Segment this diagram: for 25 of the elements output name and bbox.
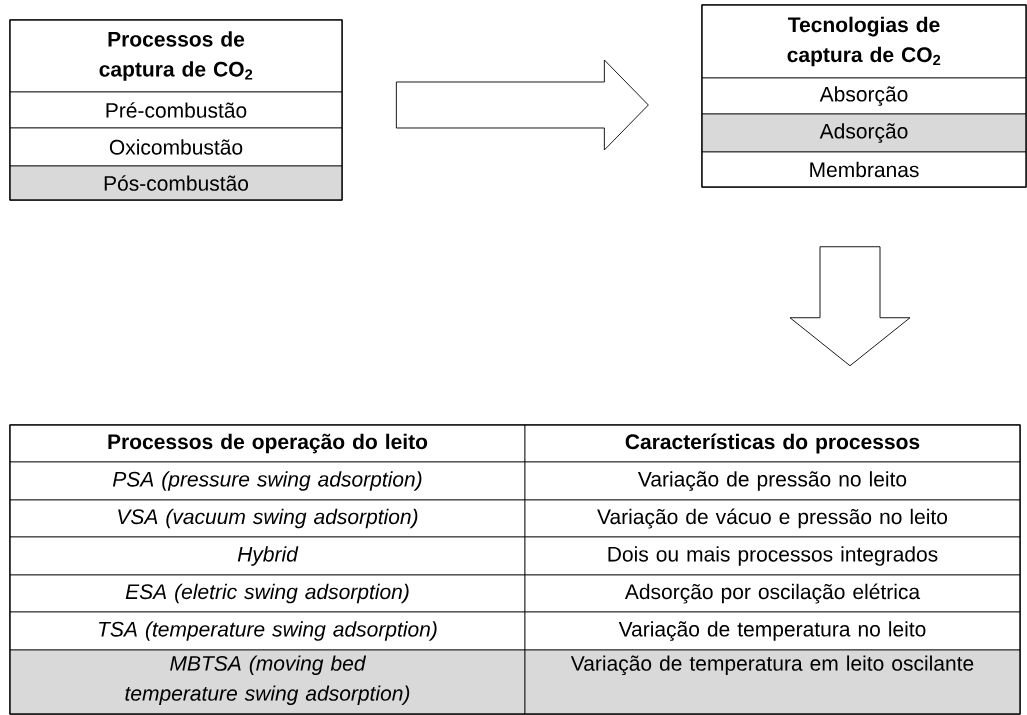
table-cell: Pós-combustão bbox=[9, 165, 343, 201]
table-cell: Processos de captura de CO$_{2}$ bbox=[9, 19, 343, 93]
block-arrow bbox=[789, 246, 911, 367]
table-cell: Variação de temperatura em leito oscilante bbox=[524, 649, 1021, 715]
table-cell: ESA (eletric swing adsorption) bbox=[9, 574, 526, 613]
table bbox=[9, 19, 343, 201]
table-cell: Membranas bbox=[701, 151, 1027, 188]
table-cell: Adsorção por oscilação elétrica bbox=[524, 574, 1021, 613]
block-arrow bbox=[395, 59, 649, 151]
table-cell: Tecnologias de captura de CO$_{2}$ bbox=[701, 4, 1027, 79]
table-cell: Hybrid bbox=[9, 536, 526, 576]
table-cell: Variação de temperatura no leito bbox=[524, 611, 1021, 651]
table-cell: Absorção bbox=[701, 77, 1027, 115]
table bbox=[9, 424, 1021, 715]
table-cell: Adsorção bbox=[701, 113, 1027, 153]
table-cell: Variação de vácuo e pressão no leito bbox=[524, 499, 1021, 538]
table-cell: Dois ou mais processos integrados bbox=[524, 536, 1021, 576]
table-cell: VSA (vacuum swing adsorption) bbox=[9, 499, 526, 538]
table-cell: Pré-combustão bbox=[9, 91, 343, 129]
table-cell: Variação de pressão no leito bbox=[524, 461, 1021, 501]
table-cell: TSA (temperature swing adsorption) bbox=[9, 611, 526, 651]
table-cell: MBTSA (moving bed temperature swing adsorption) bbox=[9, 649, 526, 715]
table-cell: Oxicombustão bbox=[9, 127, 343, 167]
table bbox=[701, 4, 1027, 188]
table-cell: PSA (pressure swing adsorption) bbox=[9, 461, 526, 501]
